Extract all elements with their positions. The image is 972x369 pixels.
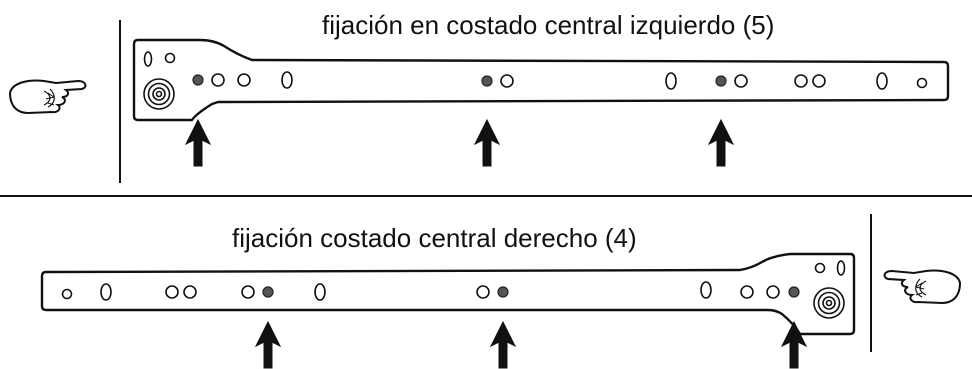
top-arrow-3 (707, 118, 735, 167)
top-arrow-1 (184, 118, 212, 167)
pointing-hand-right-icon (8, 79, 87, 115)
bottom-arrow-3 (780, 320, 808, 369)
bottom-fix-point-1 (262, 286, 274, 298)
top-arrow-2 (473, 118, 501, 167)
top-fix-point-2 (481, 75, 493, 87)
bottom-panel: fijación costado central derecho (4) (40, 214, 962, 369)
bottom-rail-holes (61, 260, 846, 319)
pointing-hand-left-icon (883, 269, 962, 305)
bottom-rail-profile (40, 252, 856, 336)
top-rail-profile (132, 38, 950, 122)
bottom-fix-point-2 (497, 286, 509, 298)
bottom-arrow-2 (489, 320, 517, 369)
bottom-fix-point-3 (788, 286, 800, 298)
top-caption: fijación en costado central izquierdo (5… (322, 10, 774, 40)
top-rail-holes (143, 51, 928, 110)
bottom-arrow-1 (254, 320, 282, 369)
top-fix-point-3 (715, 75, 727, 87)
bottom-caption: fijación costado central derecho (4) (232, 223, 637, 253)
top-panel: fijación en costado central izquierdo (5… (8, 10, 950, 183)
top-fix-point-1 (192, 74, 204, 86)
